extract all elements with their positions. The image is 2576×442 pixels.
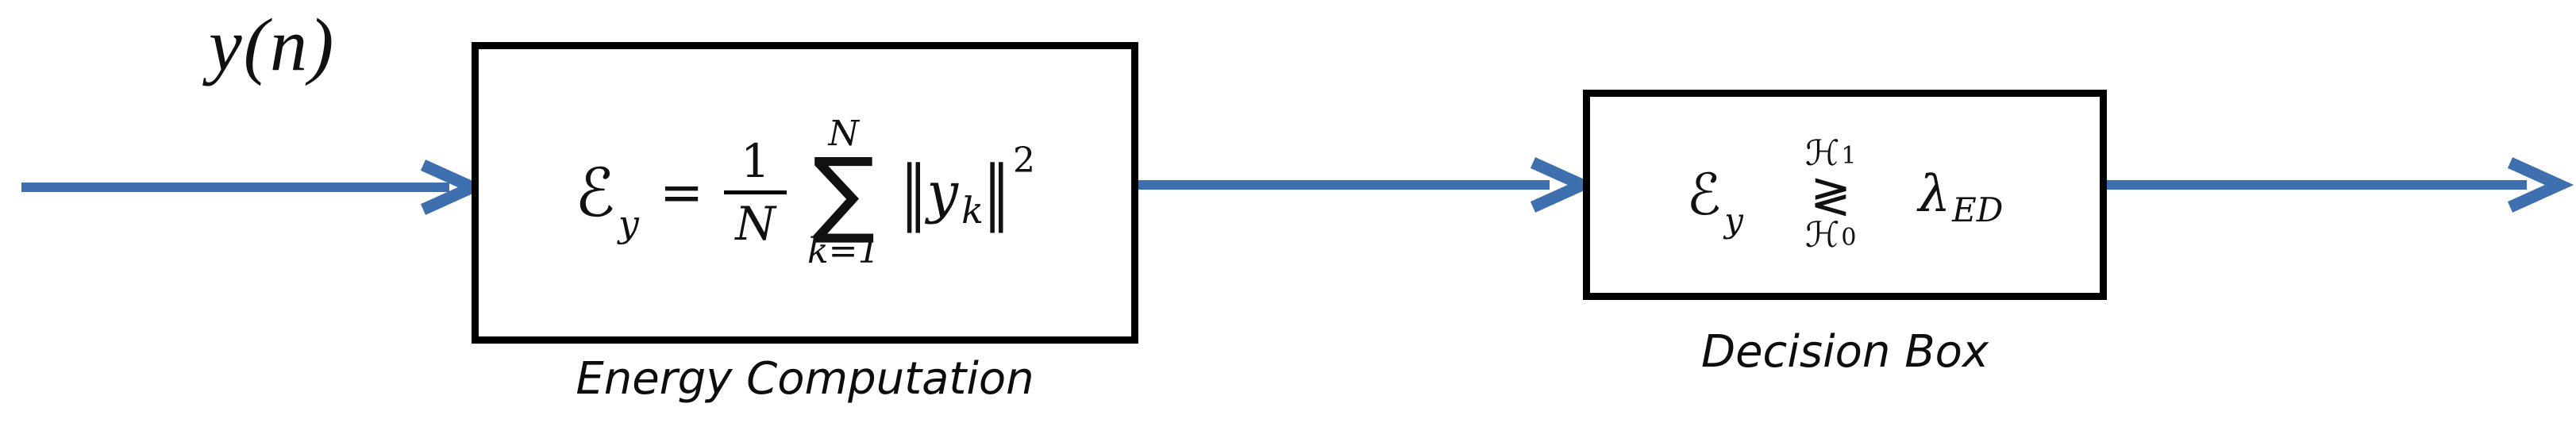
- output-arrow: [2105, 157, 2574, 213]
- script-E-subscript: y: [618, 202, 639, 245]
- sample-variable: y: [926, 160, 959, 225]
- input-signal-label: y(n): [209, 4, 336, 86]
- intermediate-arrow: [1137, 157, 1597, 213]
- equals-sign: =: [659, 161, 704, 223]
- lambda-symbol: λ: [1918, 165, 1951, 225]
- fraction-bar: [724, 190, 787, 195]
- norm-close-delimiter: ‖: [983, 151, 1010, 234]
- sum-lower-limit: k=1: [807, 230, 880, 271]
- input-arrow: [21, 160, 487, 215]
- sigma-symbol: ∑: [811, 137, 876, 248]
- script-E: ℰ: [1686, 161, 1722, 229]
- hypothesis-0-subscript: 0: [1841, 224, 1857, 252]
- gtrless-symbol: ≷: [1810, 165, 1852, 224]
- summation: N ∑ k=1: [807, 117, 880, 269]
- sum-upper-limit: N: [828, 113, 860, 155]
- script-E: ℰ: [575, 153, 615, 232]
- script-H: ℋ: [1804, 215, 1840, 256]
- energy-computation-box: ℰy = 1 N N ∑ k=1 ‖ y k ‖ 2: [472, 42, 1138, 344]
- lambda-ED-subscript: ED: [1952, 190, 2004, 230]
- fraction-numerator: 1: [741, 134, 771, 189]
- norm-squared-term: ‖ y k ‖ 2: [901, 143, 1035, 229]
- energy-box-caption: Energy Computation: [576, 353, 1034, 405]
- decision-box-caption: Decision Box: [1700, 326, 1989, 378]
- hypothesis-1-subscript: 1: [1841, 141, 1857, 170]
- norm-open-delimiter: ‖: [900, 151, 927, 234]
- square-exponent: 2: [1012, 140, 1035, 181]
- threshold-term: λ ED: [1918, 165, 2004, 227]
- energy-symbol-group: ℰy: [1687, 166, 1743, 237]
- sample-index-subscript: k: [961, 188, 984, 232]
- fraction-one-over-N: 1 N: [724, 138, 787, 247]
- script-E-subscript: y: [1724, 201, 1743, 240]
- script-H: ℋ: [1804, 133, 1840, 174]
- fraction-denominator: N: [735, 197, 776, 252]
- energy-formula: ℰy = 1 N N ∑ k=1 ‖ y k ‖ 2: [575, 117, 1035, 269]
- energy-symbol-group: ℰy: [575, 160, 639, 242]
